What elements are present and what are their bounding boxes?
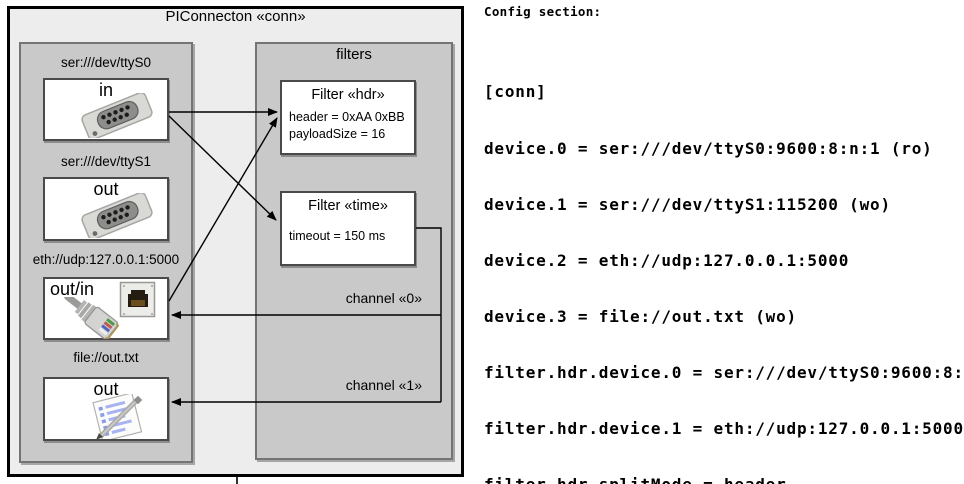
device-label-file: file://out.txt [73, 350, 139, 365]
filter-hdr-box: Filter «hdr» header = 0xAA 0xBB payloadS… [280, 80, 416, 155]
serial-connector-icon [81, 93, 153, 138]
device-box-eth: out/in [43, 277, 169, 340]
ethernet-port-icon [119, 281, 156, 318]
device-direction: out [93, 379, 119, 399]
filter-property: header = 0xAA 0xBB [289, 110, 405, 124]
config-heading: Config section: [484, 4, 602, 19]
filters-panel-title: filters [336, 46, 372, 63]
notepad-icon [92, 394, 143, 439]
config-line: filter.hdr.device.1 = eth://udp:127.0.0.… [484, 419, 964, 439]
device-label-ttys1: ser:///dev/ttyS1 [60, 154, 152, 169]
device-box-file: out [43, 377, 169, 441]
serial-connector-icon [81, 193, 153, 238]
config-line: device.2 = eth://udp:127.0.0.1:5000 [484, 250, 850, 270]
filter-hdr-title: Filter «hdr» [311, 87, 385, 103]
config-line: device.0 = ser:///dev/ttyS0:9600:8:n:1 (… [484, 138, 933, 158]
channel-0-label: channel «0» [345, 290, 422, 306]
config-line: filter.hdr.device.0 = ser:///dev/ttyS0:9… [484, 362, 964, 382]
filter-time-properties: timeout = 150 ms [282, 214, 414, 245]
filter-time-title: Filter «time» [308, 198, 388, 214]
device-label-eth: eth://udp:127.0.0.1:5000 [32, 252, 180, 267]
filter-hdr-properties: header = 0xAA 0xBB payloadSize = 16 [282, 103, 414, 142]
device-direction: in [98, 80, 113, 100]
device-direction: out [93, 179, 119, 199]
device-label-ttys0: ser:///dev/ttyS0 [60, 55, 152, 70]
device-box-ttys0: in [43, 78, 169, 141]
channel-1-label: channel «1» [345, 377, 422, 393]
filter-property: timeout = 150 ms [289, 229, 386, 243]
device-box-ttys1: out [43, 177, 169, 241]
config-line: device.1 = ser:///dev/ttyS1:115200 (wo) [484, 194, 891, 214]
ethernet-plug-icon [64, 297, 120, 339]
config-line: filter.hdr.splitMode = header [484, 475, 962, 484]
device-direction: out/in [50, 279, 95, 299]
diagram-title: PIConnecton «conn» [165, 8, 306, 25]
config-line: device.3 = file://out.txt (wo) [484, 306, 797, 326]
filter-property: payloadSize = 16 [289, 126, 386, 141]
config-line: [conn] [484, 82, 547, 102]
filter-time-box: Filter «time» timeout = 150 ms [280, 191, 416, 266]
config-lines: [conn] device.0 = ser:///dev/ttyS0:9600:… [484, 46, 964, 484]
config-section: Config section: [conn] device.0 = ser://… [484, 4, 964, 484]
